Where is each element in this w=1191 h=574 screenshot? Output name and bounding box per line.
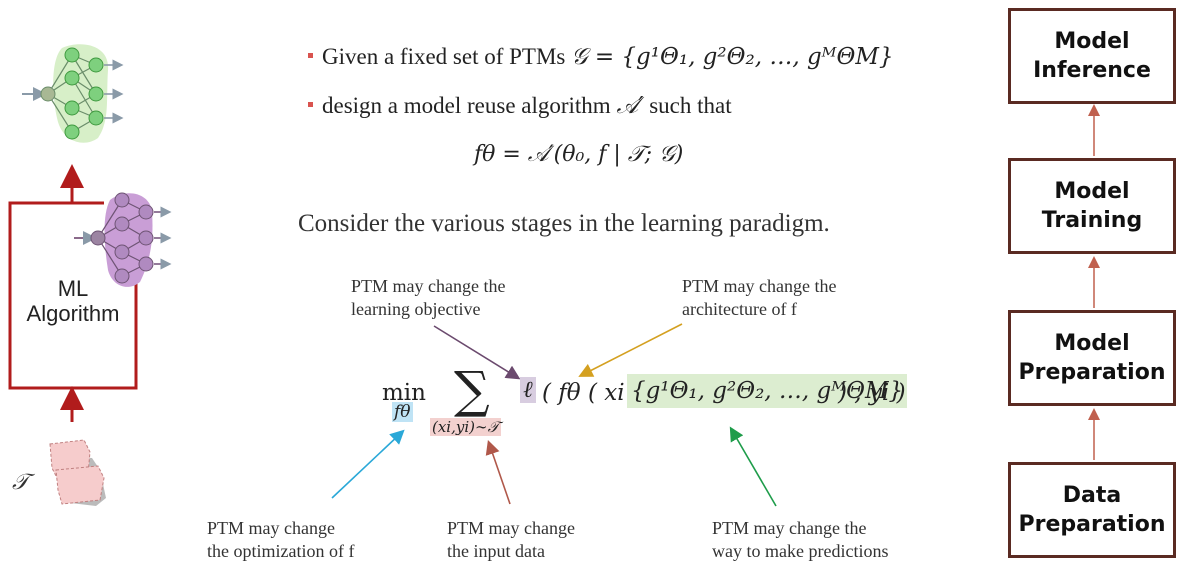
output-network-icon <box>22 44 124 143</box>
annotation-objective: PTM may change the learning objective <box>351 276 506 319</box>
bullet-reuse-algorithm: design a model reuse algorithm 𝒜′ such t… <box>308 93 732 119</box>
stage-model-training: Model Training <box>1008 158 1176 254</box>
pretrained-network-icon <box>74 192 172 287</box>
stage-model-preparation: Model Preparation <box>1008 310 1176 406</box>
optimization-arrow <box>331 429 405 499</box>
predictions-arrow <box>729 426 777 507</box>
bullet-text: Given a fixed set of PTMs <box>322 44 566 69</box>
algorithm-symbol: 𝒜′ <box>616 93 644 119</box>
stage-label: Model Inference <box>1033 29 1151 83</box>
ml-algorithm-label: ML Algorithm <box>26 276 120 326</box>
ptm-set-in-equation: {g¹Θ₁, g²Θ₂, …, gᴹΘM} <box>627 374 908 408</box>
loss-symbol: ℓ <box>520 377 536 403</box>
ml-algorithm-box <box>8 164 138 422</box>
bullet-marker <box>308 102 313 108</box>
objective-arrow <box>433 325 521 380</box>
ptm-set-math: 𝒢 = {g¹Θ₁, g²Θ₂, …, gᴹΘM} <box>571 44 894 70</box>
section-heading: Consider the various stages in the learn… <box>298 210 830 237</box>
sum-symbol: ∑ <box>454 361 490 419</box>
equation-body-end: ) , yi ) <box>838 380 906 406</box>
bullet-ptm-set: Given a fixed set of PTMs 𝒢 = {g¹Θ₁, g²Θ… <box>308 44 894 70</box>
dataset-symbol: 𝒯 <box>12 470 29 495</box>
stage-label: Model Training <box>1041 179 1143 233</box>
sum-subscript: (xi,yi)∼𝒯 <box>430 418 502 436</box>
bullet-suffix: such that <box>649 93 732 118</box>
annotation-architecture: PTM may change the architecture of f <box>682 276 837 319</box>
min-subscript: fθ <box>392 402 413 422</box>
stage-data-preparation: Data Preparation <box>1008 462 1176 558</box>
dataset-icon <box>49 439 106 506</box>
bullet-marker <box>308 53 313 59</box>
annotation-optimization: PTM may change the optimization of f <box>207 518 355 561</box>
stage-model-inference: Model Inference <box>1008 8 1176 104</box>
annotation-predictions: PTM may change the way to make predictio… <box>712 518 889 561</box>
input-arrow <box>485 439 511 505</box>
equation-body-start: ( fθ ( xi | <box>542 380 640 406</box>
reuse-formula: fθ = 𝒜′(θ₀, f | 𝒯; 𝒢) <box>474 142 684 167</box>
architecture-arrow <box>578 323 683 377</box>
bullet-text: design a model reuse algorithm <box>322 93 611 118</box>
min-operator: min <box>382 380 426 406</box>
annotation-input: PTM may change the input data <box>447 518 575 561</box>
stage-label: Data Preparation <box>1018 483 1166 537</box>
stage-label: Model Preparation <box>1018 331 1166 385</box>
